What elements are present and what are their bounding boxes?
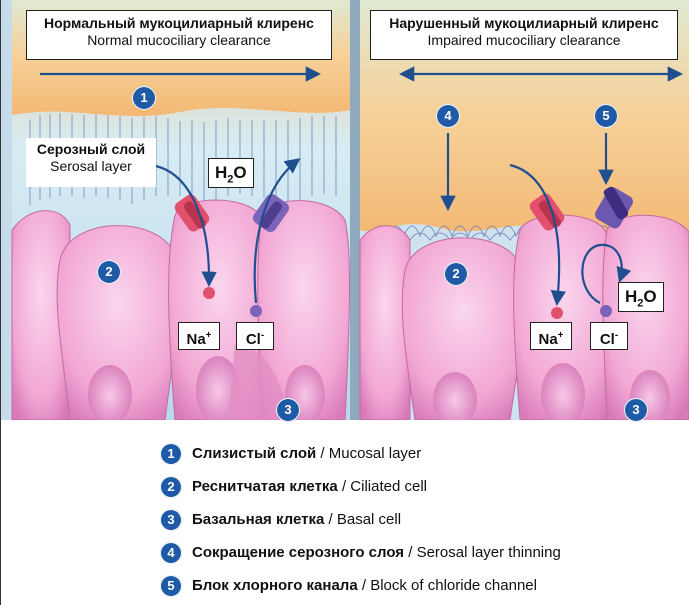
legend: 1 Слизистый слой / Mucosal layer 2 Ресни…: [160, 438, 680, 603]
badge-2-ciliated-right: 2: [444, 262, 468, 286]
legend-ru: Слизистый слой: [192, 445, 316, 462]
badge-2-ciliated-left: 2: [97, 260, 121, 284]
legend-item: 3 Базальная клетка / Basal cell: [160, 504, 680, 537]
na-text: Na: [538, 331, 557, 348]
legend-badge: 2: [160, 476, 182, 498]
legend-item: 5 Блок хлорного канала / Block of chlori…: [160, 570, 680, 603]
water-o: O: [643, 287, 656, 306]
badge-3-basal-right: 3: [624, 398, 648, 422]
title-impaired-en: Impaired mucociliary clearance: [371, 32, 677, 49]
badge-1-mucosal: 1: [132, 86, 156, 110]
cells-right: [360, 215, 689, 420]
legend-ru: Блок хлорного канала: [192, 577, 358, 594]
left-frame-line: [0, 0, 13, 605]
cells-left: [12, 200, 350, 420]
sodium-label-right: Na+: [530, 322, 572, 350]
title-normal-clearance: Нормальный мукоцилиарный клиренс Normal …: [26, 10, 332, 60]
cl-text: Cl: [246, 331, 261, 348]
legend-en: Ciliated cell: [350, 478, 427, 495]
title-impaired-ru: Нарушенный мукоцилиарный клиренс: [371, 15, 677, 32]
legend-item: 1 Слизистый слой / Mucosal layer: [160, 438, 680, 471]
cl-sup: -: [261, 330, 264, 341]
legend-badge: 3: [160, 509, 182, 531]
legend-sep: /: [358, 577, 371, 594]
na-text: Na: [186, 331, 205, 348]
water-o: O: [233, 163, 246, 182]
illustration: [0, 0, 689, 420]
legend-en: Mucosal layer: [329, 445, 422, 462]
legend-badge: 5: [160, 575, 182, 597]
na-sup: +: [206, 330, 212, 341]
water-h: H: [625, 287, 637, 306]
legend-en: Basal cell: [337, 511, 401, 528]
sodium-ion-left: [203, 287, 215, 299]
legend-ru: Сокращение серозного слоя: [192, 544, 404, 561]
badge-3-basal-left: 3: [276, 398, 300, 422]
legend-en: Block of chloride channel: [370, 577, 537, 594]
na-sup: +: [558, 330, 564, 341]
legend-en: Serosal layer thinning: [417, 544, 561, 561]
sodium-ion-right: [551, 307, 563, 319]
title-impaired-clearance: Нарушенный мукоцилиарный клиренс Impaire…: [370, 10, 678, 60]
panel-divider: [350, 0, 360, 420]
chloride-label-left: Cl-: [236, 322, 274, 350]
title-normal-ru: Нормальный мукоцилиарный клиренс: [27, 15, 331, 32]
legend-badge: 1: [160, 443, 182, 465]
legend-sep: /: [324, 511, 337, 528]
water-h: H: [215, 163, 227, 182]
chloride-ion-right: [600, 305, 612, 317]
legend-ru: Реснитчатая клетка: [192, 478, 338, 495]
legend-ru: Базальная клетка: [192, 511, 324, 528]
serosal-layer-label: Серозный слой Serosal layer: [26, 138, 156, 187]
badge-5-block: 5: [594, 104, 618, 128]
chloride-label-right: Cl-: [590, 322, 628, 350]
legend-item: 4 Сокращение серозного слоя / Serosal la…: [160, 537, 680, 570]
legend-badge: 4: [160, 542, 182, 564]
serosal-en: Serosal layer: [26, 158, 156, 175]
chloride-ion-left: [250, 305, 262, 317]
legend-item: 2 Реснитчатая клетка / Ciliated cell: [160, 471, 680, 504]
legend-sep: /: [316, 445, 329, 462]
water-label-left: H2O: [208, 158, 254, 188]
title-normal-en: Normal mucociliary clearance: [27, 32, 331, 49]
cl-sup: -: [615, 330, 618, 341]
sodium-label-left: Na+: [178, 322, 220, 350]
legend-sep: /: [404, 544, 417, 561]
legend-sep: /: [338, 478, 351, 495]
badge-4-thinning: 4: [436, 104, 460, 128]
water-label-right: H2O: [618, 282, 664, 312]
serosal-ru: Серозный слой: [26, 141, 156, 158]
cl-text: Cl: [600, 331, 615, 348]
